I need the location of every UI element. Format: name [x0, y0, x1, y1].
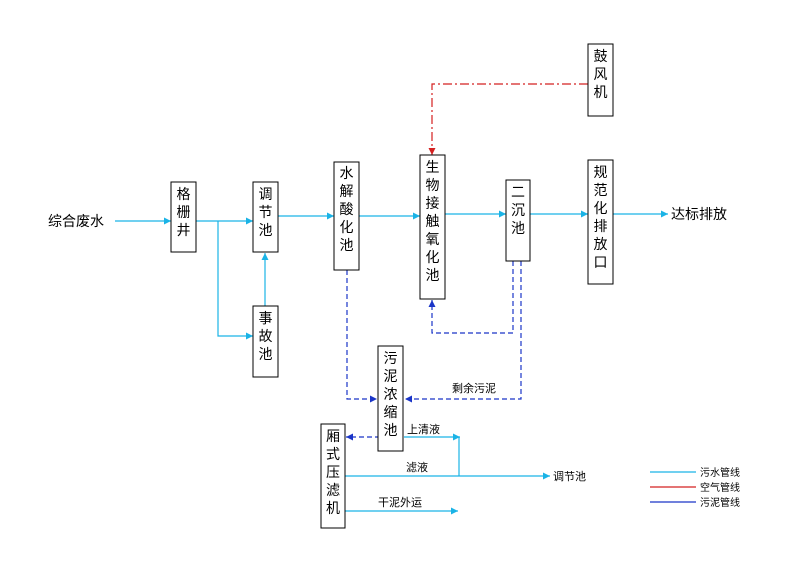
- unit-filter-press-label: 厢式压滤机: [326, 429, 340, 517]
- sludge-lines: [346, 261, 522, 441]
- unit-outfall: 规范化排放口: [587, 159, 614, 285]
- legend-water-label: 污水管线: [700, 466, 740, 479]
- label-supernatant: 上清液: [407, 422, 440, 436]
- unit-secondary-clarifier-label: 二沉池: [511, 185, 525, 237]
- unit-blower-label: 鼓风机: [594, 49, 608, 101]
- label-excess-sludge: 剩余污泥: [452, 381, 496, 395]
- pipe-hydrolysis-sludge: [346, 270, 377, 403]
- label-to-regulating: 调节池: [553, 470, 586, 483]
- unit-outfall-label: 规范化排放口: [594, 165, 608, 271]
- unit-thickener: 污泥浓缩池: [377, 345, 404, 452]
- water-lines: [115, 210, 668, 515]
- label-filtrate: 滤液: [406, 460, 428, 474]
- pipe-clarifier-excess-sludge: [405, 261, 522, 403]
- legend-sludge-label: 污泥管线: [700, 496, 740, 509]
- unit-contact-oxidation-label: 生物接触氧化池: [426, 160, 440, 284]
- unit-regulating-label: 调节池: [259, 187, 273, 239]
- legend: 污水管线 空气管线 污泥管线: [650, 466, 740, 509]
- unit-regulating: 调节池: [252, 181, 279, 253]
- input-label: 综合废水: [48, 214, 104, 230]
- unit-grille: 格栅井: [170, 181, 197, 253]
- unit-filter-press: 厢式压滤机: [320, 423, 346, 529]
- label-dry-sludge: 干泥外运: [378, 496, 422, 509]
- unit-thickener-label: 污泥浓缩池: [384, 351, 398, 439]
- unit-accident-label: 事故池: [259, 311, 273, 363]
- unit-hydrolysis-label: 水解酸化池: [340, 166, 354, 254]
- unit-blower: 鼓风机: [587, 43, 614, 117]
- unit-hydrolysis: 水解酸化池: [333, 161, 360, 271]
- pipe-blower-to-oxidation: [428, 83, 588, 155]
- output-label: 达标排放: [671, 207, 727, 223]
- unit-grille-label: 格栅井: [177, 187, 191, 239]
- pipe-clarifier-return-sludge: [428, 261, 514, 334]
- unit-secondary-clarifier: 二沉池: [505, 179, 531, 262]
- legend-air-label: 空气管线: [700, 481, 740, 494]
- air-lines: [428, 83, 588, 155]
- unit-accident: 事故池: [252, 305, 279, 378]
- unit-contact-oxidation: 生物接触氧化池: [419, 154, 446, 300]
- pipe-grille-bypass-to-accident: [217, 221, 253, 340]
